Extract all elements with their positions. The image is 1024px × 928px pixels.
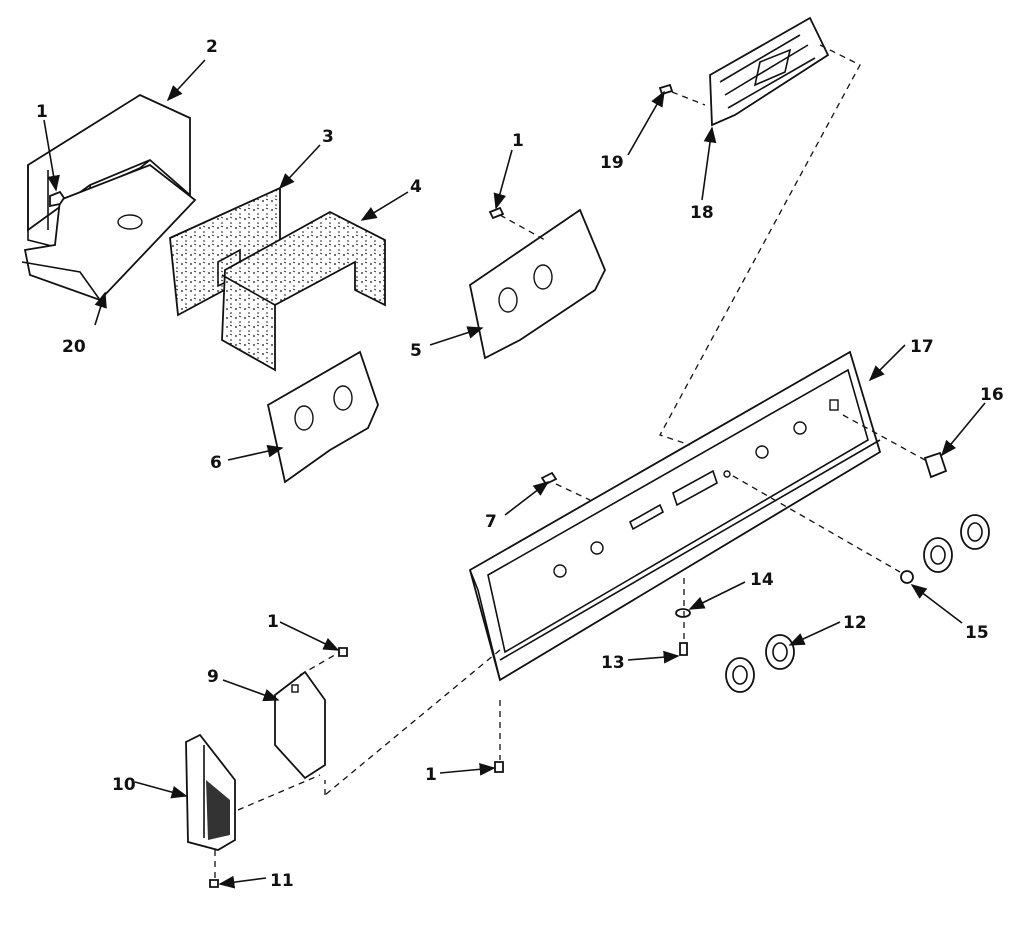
part-15-grommet bbox=[732, 475, 914, 584]
label-9: 9 bbox=[207, 667, 219, 687]
label-7: 7 bbox=[485, 512, 497, 532]
part-18-control-board bbox=[658, 16, 830, 127]
part-17-backguard bbox=[468, 350, 882, 682]
label-17: 17 bbox=[910, 337, 934, 357]
part-1-screw-a bbox=[49, 190, 66, 208]
label-19: 19 bbox=[600, 153, 624, 173]
label-16: 16 bbox=[980, 385, 1004, 405]
part-1-screw-d bbox=[494, 761, 504, 773]
part-12-knobs bbox=[725, 514, 990, 693]
part-11-screw bbox=[209, 879, 219, 888]
label-18: 18 bbox=[690, 203, 714, 223]
label-13: 13 bbox=[601, 653, 625, 673]
label-2: 2 bbox=[206, 37, 218, 57]
callout-leaders bbox=[43, 59, 986, 889]
label-11: 11 bbox=[270, 871, 294, 891]
label-12: 12 bbox=[843, 613, 867, 633]
part-10-side-trim bbox=[185, 733, 236, 851]
label-3: 3 bbox=[322, 127, 334, 147]
label-1-a: 1 bbox=[36, 102, 48, 122]
label-6: 6 bbox=[210, 453, 222, 473]
label-10: 10 bbox=[112, 775, 136, 795]
part-5-panel bbox=[468, 206, 606, 360]
label-20: 20 bbox=[62, 337, 86, 357]
part-6-panel bbox=[266, 350, 379, 484]
part-4-insulation-u bbox=[221, 210, 386, 372]
label-5: 5 bbox=[410, 341, 422, 361]
part-16-switch bbox=[842, 414, 948, 479]
part-14-13-hardware bbox=[675, 578, 691, 656]
label-1-d: 1 bbox=[425, 765, 437, 785]
part-7-clip bbox=[540, 471, 591, 501]
label-1-b: 1 bbox=[512, 131, 524, 151]
label-15: 15 bbox=[965, 623, 989, 643]
label-4: 4 bbox=[410, 177, 422, 197]
part-20-base-plate bbox=[21, 163, 197, 302]
part-9-bracket bbox=[274, 647, 348, 780]
label-14: 14 bbox=[750, 570, 774, 590]
label-1-c: 1 bbox=[267, 612, 279, 632]
